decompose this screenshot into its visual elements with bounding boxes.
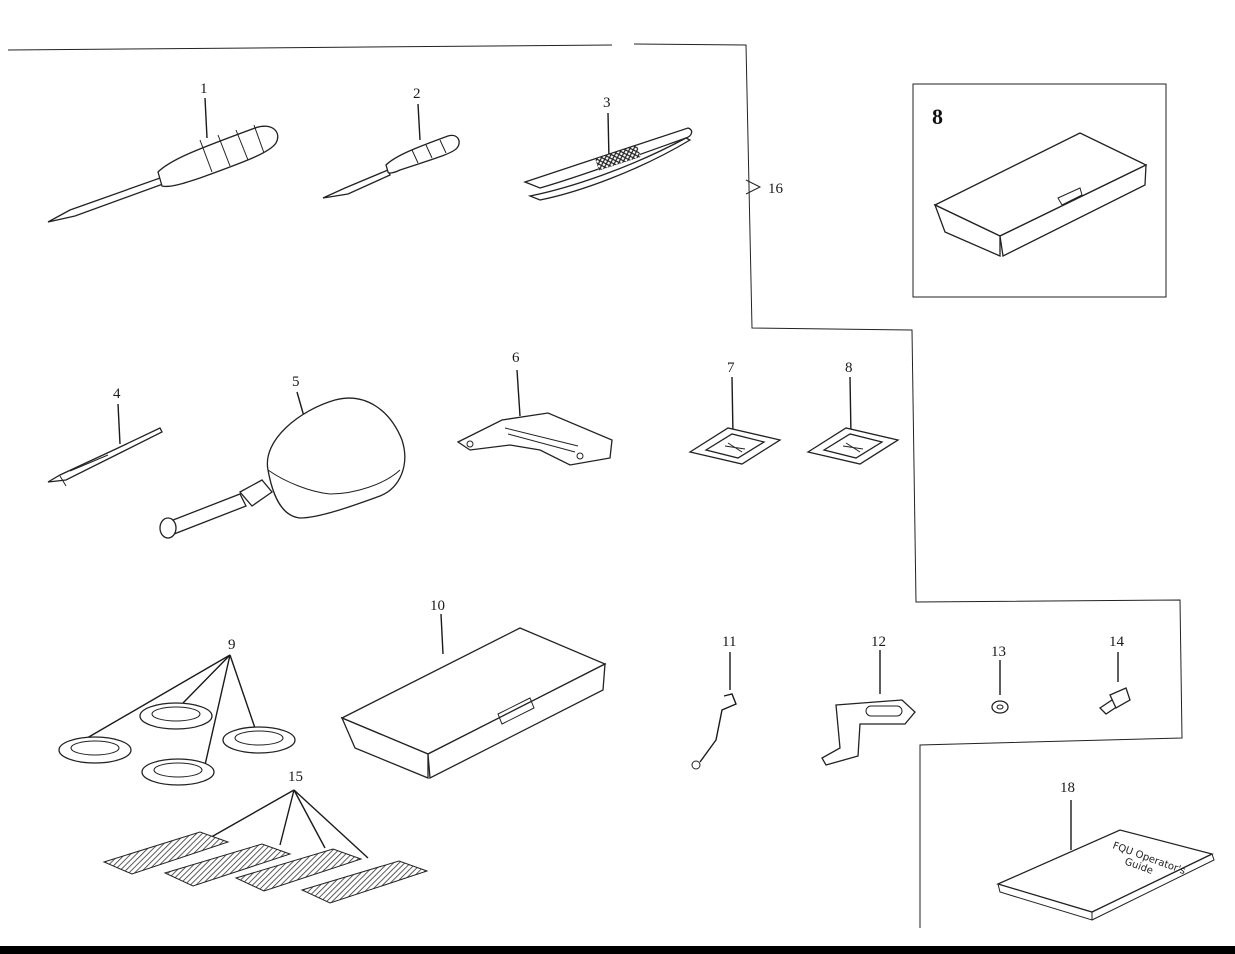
part-9-discs: 9 (58, 637, 296, 786)
bracket-16: 16 (745, 179, 784, 197)
inset-box-8: 8 (932, 104, 1148, 257)
label-14: 14 (1109, 634, 1125, 650)
frame-lines (7, 43, 1183, 928)
part-1-screwdriver: 1 (47, 81, 279, 223)
part-7-feed-plate: 7 (688, 360, 782, 465)
part-6-plate: 6 (456, 350, 613, 466)
label-4: 4 (113, 386, 121, 402)
label-11: 11 (722, 634, 736, 650)
part-14-knob: 14 (1098, 634, 1131, 715)
strip-4 (300, 860, 429, 904)
label-13: 13 (991, 644, 1006, 660)
label-12: 12 (871, 634, 886, 650)
part-13-washer: 13 (991, 644, 1009, 714)
part-3-tweezers: 3 (523, 95, 693, 201)
part-4-blade: 4 (47, 386, 163, 487)
part-5-oil-can: 5 (159, 374, 406, 539)
disc-2 (139, 702, 213, 730)
part-18-manual: 18 FQU Operator's Guide (996, 780, 1215, 921)
strip-3 (234, 848, 363, 892)
strip-2 (163, 843, 292, 887)
label-6: 6 (512, 350, 520, 366)
label-1: 1 (200, 81, 208, 97)
label-18: 18 (1060, 780, 1075, 796)
inset-frame (912, 83, 1167, 298)
disc-4 (141, 758, 215, 786)
part-2-small-screwdriver: 2 (322, 86, 460, 199)
disc-1 (58, 736, 132, 764)
label-15: 15 (288, 769, 303, 785)
inset-label: 8 (932, 104, 943, 129)
label-5: 5 (292, 374, 300, 390)
label-2: 2 (413, 86, 421, 102)
label-16: 16 (768, 181, 784, 197)
label-8: 8 (845, 360, 853, 376)
label-7: 7 (727, 360, 735, 376)
part-10-box: 10 (340, 598, 607, 780)
part-11-wire: 11 (691, 634, 737, 770)
label-9: 9 (228, 637, 236, 653)
part-12-bracket: 12 (821, 634, 916, 766)
disc-3 (222, 726, 296, 754)
part-15-strips: 15 (102, 769, 429, 904)
label-10: 10 (430, 598, 445, 614)
part-8-feed-plate: 8 (806, 360, 900, 465)
bottom-bar (0, 946, 1235, 954)
strip-1 (102, 831, 230, 875)
label-3: 3 (603, 95, 611, 111)
